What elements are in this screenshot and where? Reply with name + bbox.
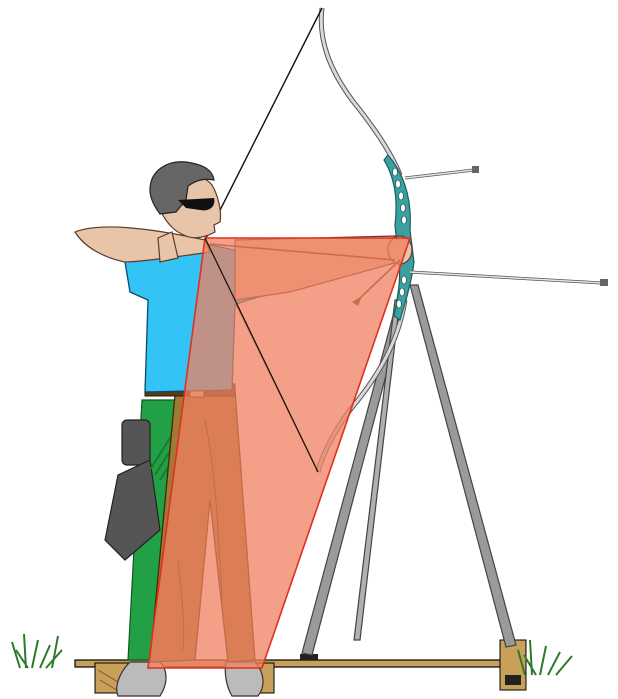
stabilizer-icon xyxy=(405,166,608,286)
grass-left-icon xyxy=(12,634,62,668)
